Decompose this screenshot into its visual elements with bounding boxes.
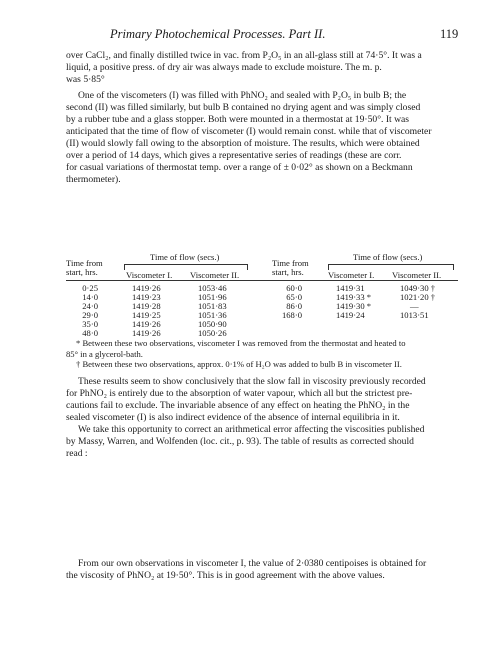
table-cell: 1051·96 — [198, 292, 227, 302]
footnote: 85° in a glycerol-bath. — [66, 348, 143, 359]
table-col-header: Viscometer I. — [126, 270, 173, 280]
table-cell: 1419·31 — [336, 283, 365, 293]
page-number: 119 — [440, 27, 459, 41]
table-cell: 1419·24 — [336, 310, 365, 320]
table-cell: 48·0 — [82, 328, 98, 338]
footnote: † Between these two observations, approx… — [76, 359, 402, 369]
paragraph-conclusion: From our own observations in viscometer … — [66, 558, 458, 582]
table-cell: 1053·46 — [198, 283, 227, 293]
text-line: read : — [66, 448, 88, 459]
table-col-header: Time from — [272, 258, 309, 268]
table-rule — [66, 280, 458, 281]
table-cell: 86·0 — [286, 301, 302, 311]
paragraph-results: These results seem to show conclusively … — [66, 376, 458, 460]
table-cell: 1051·36 — [198, 310, 227, 320]
running-title: Primary Photochemical Processes. Part II… — [110, 27, 326, 41]
table-col-header: Viscometer II. — [392, 270, 442, 280]
table-cell: 0·25 — [82, 283, 98, 293]
table-col-header: Viscometer I. — [328, 270, 375, 280]
text-line: for PhNO₂ is entirely due to the absorpt… — [66, 388, 413, 399]
text-line: These results seem to show conclusively … — [78, 376, 426, 387]
text-line: was 5·85° — [66, 74, 105, 85]
paragraph-preparation: over CaCl₂, and finally distilled twice … — [66, 50, 458, 86]
table-cell: 1049·30 † — [400, 283, 436, 293]
table-cell: 65·0 — [286, 292, 302, 302]
table-group-header: Time of flow (secs.) — [150, 252, 220, 262]
table-time-of-flow: Time of flow (secs.) Time from start, hr… — [66, 252, 458, 338]
text-line: We take this opportunity to correct an a… — [78, 424, 425, 435]
text-line: One of the viscometers (I) was filled wi… — [78, 90, 407, 101]
table-cell: 1021·20 † — [400, 292, 436, 302]
text-line: over CaCl₂, and finally distilled twice … — [66, 50, 422, 61]
table-cell: 1051·83 — [198, 301, 227, 311]
text-line: sealed viscometer (I) is also indirect e… — [66, 412, 400, 423]
table-group-header: Time of flow (secs.) — [353, 252, 423, 262]
table-col-header: start, hrs. — [272, 267, 304, 277]
table-footnotes: * Between these two observations, viscom… — [66, 338, 458, 370]
text-line: by a rubber tube and a glass stopper. Bo… — [66, 114, 409, 125]
text-line: anticipated that the time of flow of vis… — [66, 126, 432, 137]
text-line: by Massy, Warren, and Wolfenden (loc. ci… — [66, 436, 414, 447]
table-cell: 35·0 — [82, 319, 98, 329]
table-cell: 1419·26 — [132, 319, 161, 329]
text-line: second (II) was filled similarly, but bu… — [66, 102, 421, 113]
table-cell: 1050·90 — [198, 319, 227, 329]
text-line: liquid, a positive press. of dry air was… — [66, 62, 382, 73]
table-cell: 60·0 — [286, 283, 302, 293]
table-col-header: Time from — [66, 258, 103, 268]
text-line: (II) would slowly fall owing to the abso… — [66, 138, 420, 149]
header-brace — [124, 264, 248, 270]
table-corrected-viscosities — [66, 462, 458, 546]
table-cell: 1419·30 * — [336, 301, 372, 311]
text-line: cautions fail to exclude. The invariable… — [66, 400, 410, 411]
table-cell: 14·0 — [82, 292, 98, 302]
text-line: for casual variations of thermostat temp… — [66, 162, 413, 173]
table-cell: 29·0 — [82, 310, 98, 320]
table-cell: 1050·26 — [198, 328, 227, 338]
table-cell: 1419·26 — [132, 283, 161, 293]
header-brace — [328, 264, 454, 270]
table-cell: 1419·28 — [132, 301, 161, 311]
table-cell: 1419·26 — [132, 328, 161, 338]
table-cell: 1013·51 — [400, 310, 429, 320]
table-cell: 1419·33 * — [336, 292, 372, 302]
table-col-header: start, hrs. — [66, 267, 98, 277]
text-line: over a period of 14 days, which gives a … — [66, 150, 402, 161]
footnote: * Between these two observations, viscom… — [76, 338, 406, 348]
text-line: thermometer). — [66, 174, 121, 185]
table-cell: 24·0 — [82, 301, 98, 311]
table-cell: 168·0 — [281, 310, 302, 320]
table-col-header: Viscometer II. — [190, 270, 240, 280]
table-cell: 1419·25 — [132, 310, 161, 320]
table-cell: — — [410, 301, 419, 311]
table-cell: 1419·23 — [132, 292, 161, 302]
text-line: the viscosity of PhNO₂ at 19·50°. This i… — [66, 570, 385, 581]
text-line: From our own observations in viscometer … — [78, 558, 427, 569]
paragraph-viscometers: One of the viscometers (I) was filled wi… — [66, 90, 458, 186]
